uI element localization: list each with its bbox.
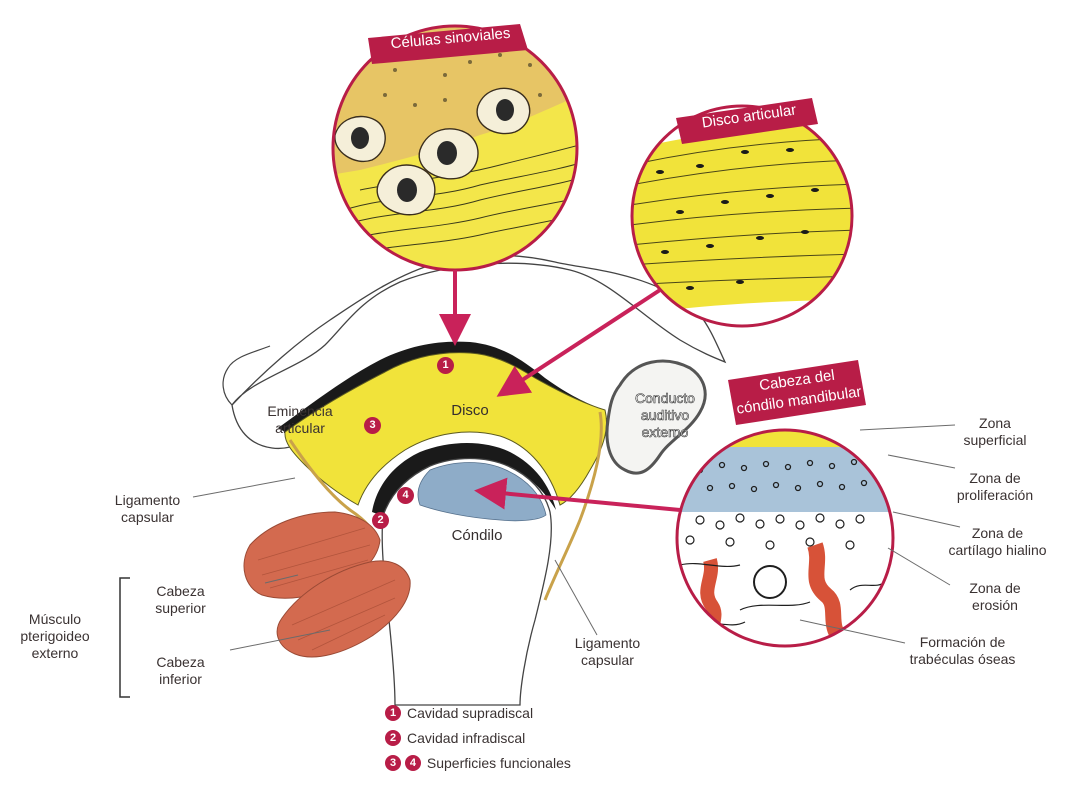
zone-erosion-label-1: Zona de — [945, 580, 1045, 597]
inferior-head-label-1: Cabeza — [138, 654, 223, 671]
zone-superficial-label-2: superficial — [945, 432, 1045, 449]
zone-proliferation-label-2: proliferación — [945, 487, 1045, 504]
legend: 1 Cavidad supradiscal 2 Cavidad infradisca… — [385, 704, 571, 779]
zone-erosion-label-2: erosión — [945, 597, 1045, 614]
legend-badge-1: 1 — [385, 705, 401, 721]
capsular-ligament-left-label-1: Ligamento — [100, 492, 195, 509]
disc-label: Disco — [440, 402, 500, 420]
muscle-group-label-1: Músculo — [5, 611, 105, 628]
zone-superficial-label-1: Zona — [945, 415, 1045, 432]
zone-cartilage-label-1: Zona de — [940, 525, 1055, 542]
muscle-group-label-2: pterigoideo — [5, 628, 105, 645]
capsular-ligament-bottom-label-1: Ligamento — [560, 635, 655, 652]
muscle-bracket — [120, 578, 130, 697]
legend-item-1: 1 Cavidad supradiscal — [385, 704, 571, 729]
marker-2: 2 — [372, 512, 389, 529]
eminence-label-1: Eminencia — [255, 403, 345, 420]
superior-head-label-1: Cabeza — [138, 583, 223, 600]
synovial-cells-magnification — [330, 20, 590, 280]
legend-item-2: 2 Cavidad infradiscal — [385, 729, 571, 754]
marker-1: 1 — [437, 357, 454, 374]
legend-item-3: 3 4 Superficies funcionales — [385, 754, 571, 779]
marker-4: 4 — [397, 487, 414, 504]
canal-label-2: auditivo — [625, 407, 705, 424]
superior-head-label-2: superior — [138, 600, 223, 617]
canal-label-1: Conducto — [625, 390, 705, 407]
legend-text-3: Superficies funcionales — [427, 755, 571, 771]
trabeculae-label-2: trabéculas óseas — [895, 651, 1030, 668]
capsular-ligament-bottom-label-2: capsular — [560, 652, 655, 669]
marker-3: 3 — [364, 417, 381, 434]
legend-text-1: Cavidad supradiscal — [407, 705, 533, 721]
eminence-label-2: articular — [255, 420, 345, 437]
muscle-group-label-3: externo — [5, 645, 105, 662]
zone-proliferation-label-1: Zona de — [945, 470, 1045, 487]
zone-cartilage-label-2: cartílago hialino — [940, 542, 1055, 559]
legend-badge-3: 3 — [385, 755, 401, 771]
legend-badge-2: 2 — [385, 730, 401, 746]
legend-badge-4: 4 — [405, 755, 421, 771]
capsular-ligament-left-label-2: capsular — [100, 509, 195, 526]
canal-label-3: externo — [625, 424, 705, 441]
trabeculae-label-1: Formación de — [895, 634, 1030, 651]
inferior-head-label-2: inferior — [138, 671, 223, 688]
legend-text-2: Cavidad infradiscal — [407, 730, 525, 746]
condyle-label: Cóndilo — [442, 527, 512, 545]
condyle-magnification — [670, 425, 900, 655]
